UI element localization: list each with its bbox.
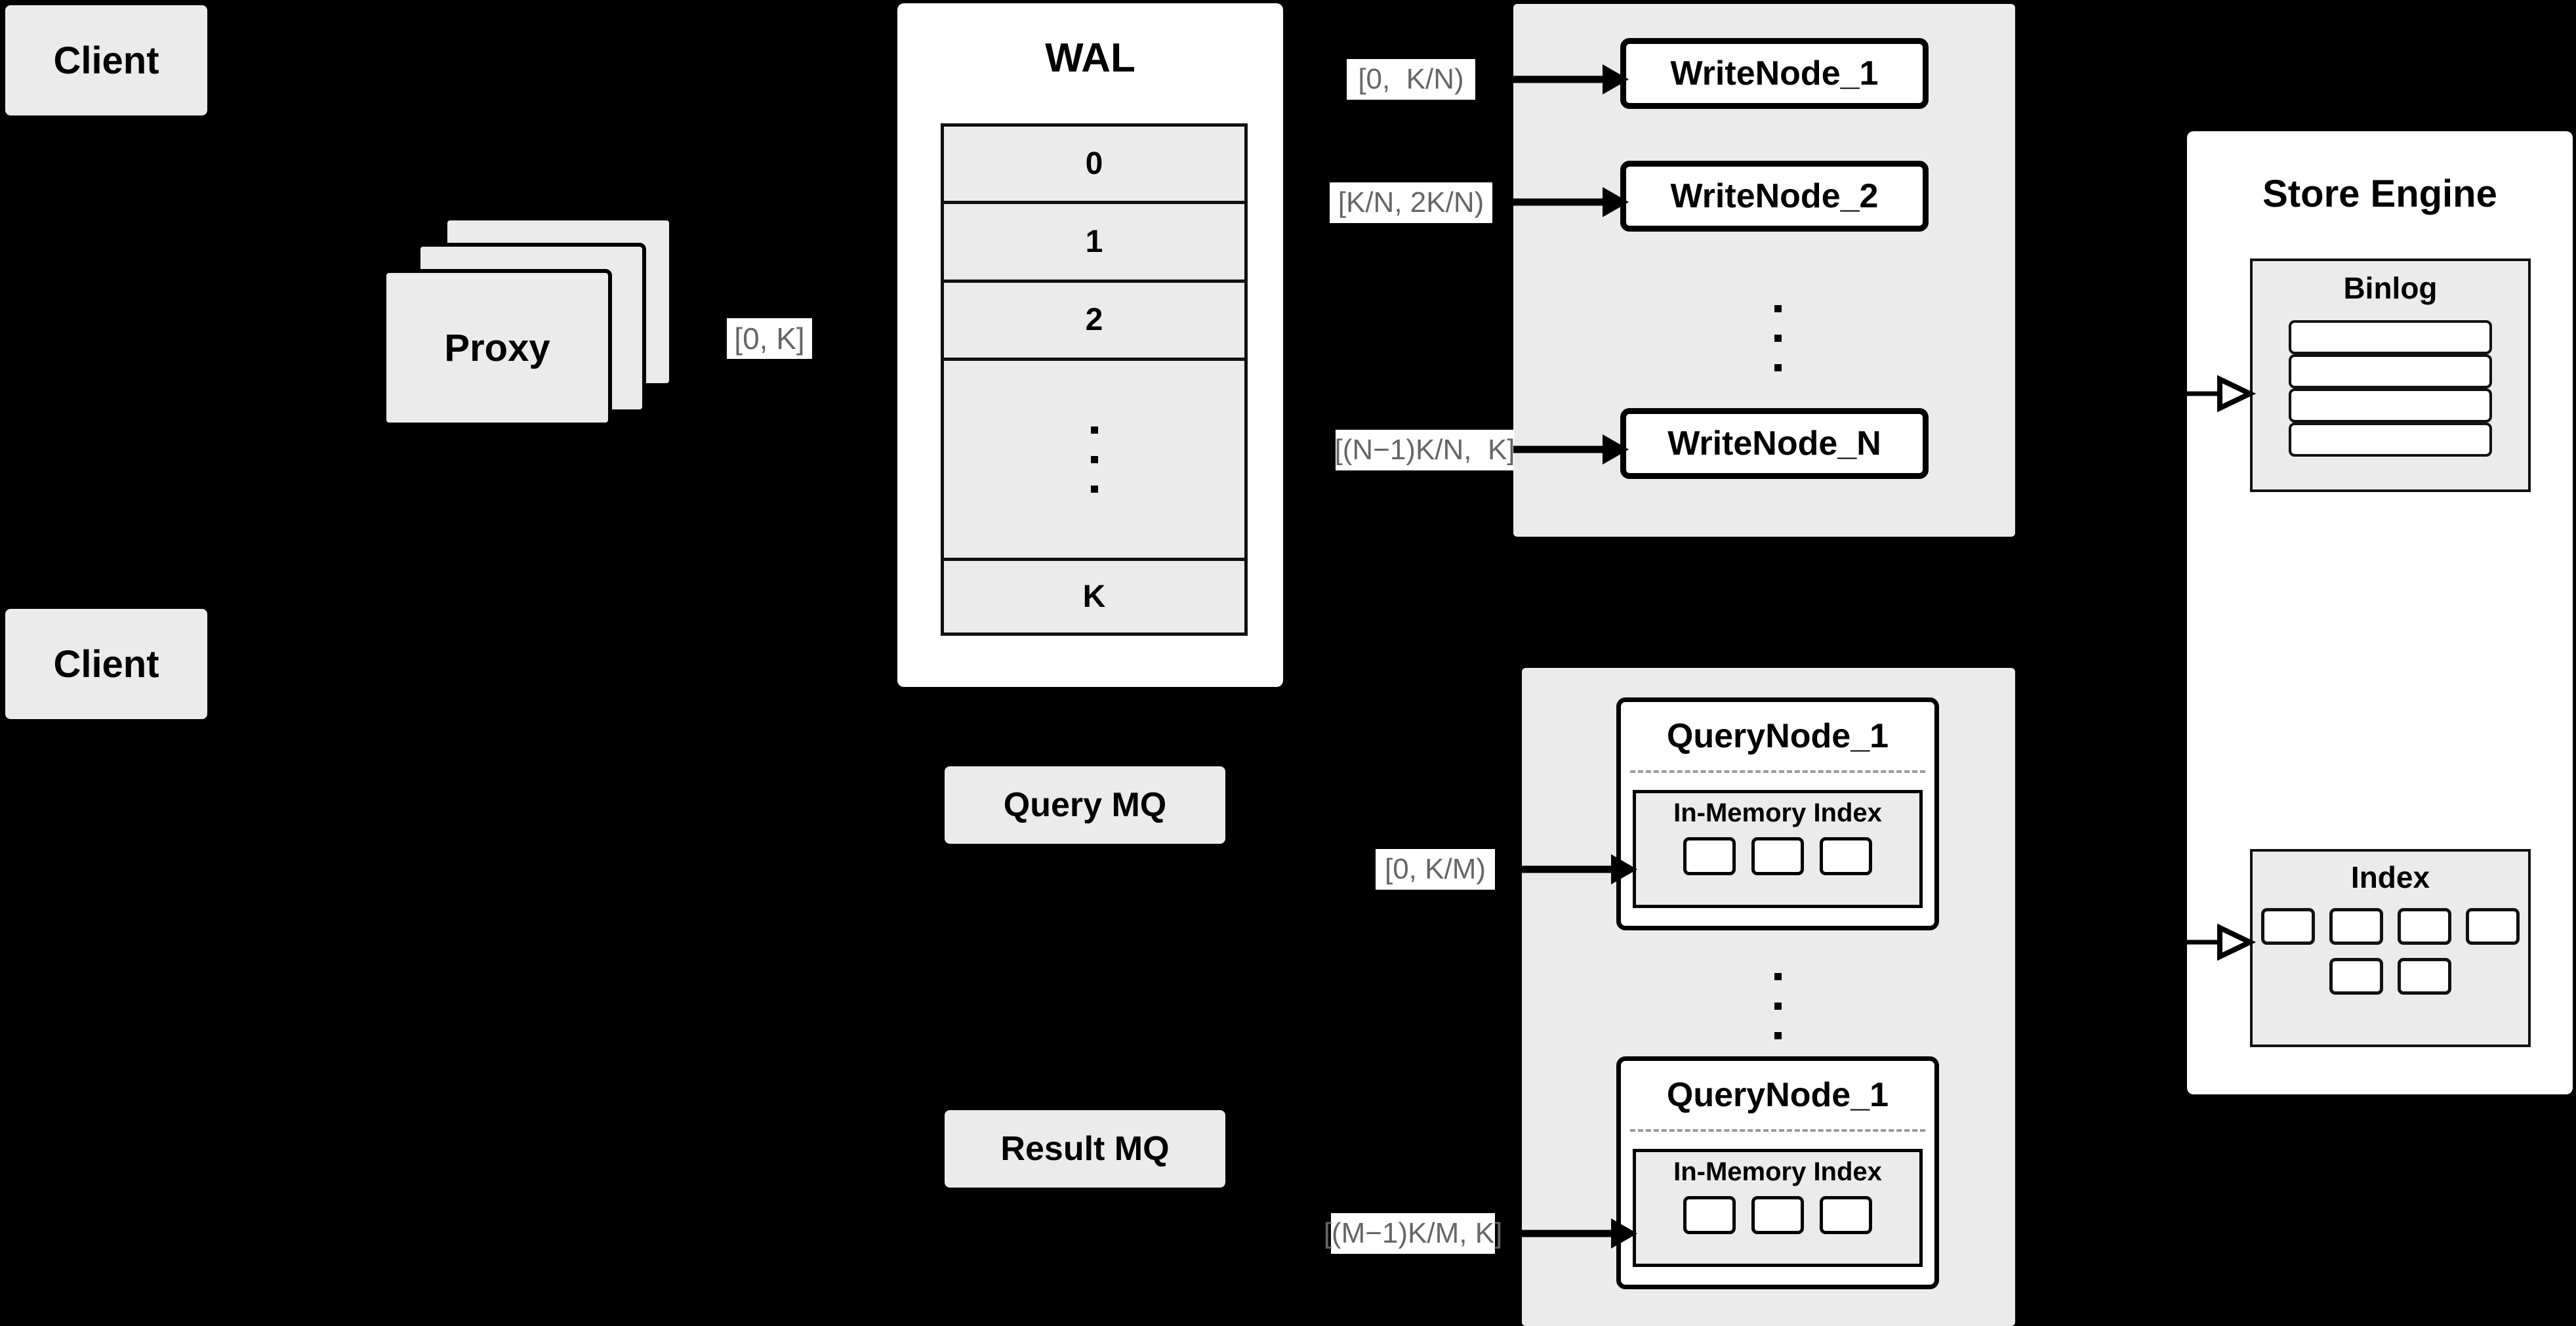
ellipsis-dot	[1774, 972, 1782, 980]
edge-label-mq-to-query-m-text: [(M−1)K/M, K]	[1323, 1217, 1503, 1249]
binlog-box: Binlog	[2250, 259, 2531, 492]
query-node-1-title: QueryNode_1	[1666, 717, 1889, 755]
wal-title: WAL	[1045, 35, 1135, 81]
edge-label-wal-to-write-n: [(N−1)K/N, K]	[1334, 430, 1515, 470]
store-engine-title: Store Engine	[2262, 173, 2497, 215]
proxy-node-label: Proxy	[444, 326, 550, 369]
ellipsis-dot	[1774, 304, 1782, 312]
ellipsis-dot	[1774, 334, 1782, 342]
write-node-2-label: WriteNode_2	[1670, 177, 1879, 215]
wal-row-label: 2	[1085, 302, 1103, 338]
index-cell[interactable]	[1751, 1196, 1804, 1234]
binlog-row[interactable]	[2289, 423, 2492, 457]
edge-label-proxy-to-wal: [0, K]	[727, 318, 812, 359]
edge-label-mq-to-query-1-text: [0, K/M)	[1384, 853, 1486, 885]
index-cell[interactable]	[2398, 908, 2451, 945]
write-node-ellipsis	[1732, 276, 1824, 400]
binlog-row[interactable]	[2289, 388, 2492, 423]
wal-row-label: 0	[1085, 146, 1103, 181]
wal-table: 0 1 2 K	[941, 123, 1248, 636]
in-memory-index-1-cells	[1636, 837, 1919, 875]
result-mq-node[interactable]: Result MQ	[945, 1110, 1225, 1188]
arrow-wal-to-write-2	[1513, 187, 1629, 217]
proxy-node[interactable]: Proxy	[382, 269, 612, 426]
query-node-1-separator	[1630, 770, 1925, 773]
arrow-to-index	[2184, 923, 2257, 961]
in-memory-index-m: In-Memory Index	[1633, 1149, 1923, 1267]
binlog-rows	[2253, 320, 2528, 457]
query-node-ellipsis	[1719, 943, 1837, 1068]
index-grid	[2253, 908, 2528, 995]
ellipsis-dot	[1090, 485, 1098, 493]
edge-label-wal-to-write-2-text: [K/N, 2K/N)	[1338, 186, 1484, 218]
client-node-1[interactable]: Client	[5, 5, 207, 115]
wal-row-ellipsis	[944, 361, 1244, 562]
binlog-title: Binlog	[2343, 271, 2438, 305]
ellipsis-dot	[1774, 1031, 1782, 1039]
in-memory-index-m-title: In-Memory Index	[1673, 1157, 1882, 1186]
edge-label-mq-to-query-1: [0, K/M)	[1376, 849, 1495, 890]
wal-row[interactable]: K	[944, 561, 1244, 633]
write-node-2[interactable]: WriteNode_2	[1620, 161, 1929, 232]
arrow-wal-to-write-1	[1513, 64, 1629, 94]
store-engine-panel: Store Engine Binlog Index	[2187, 131, 2573, 1094]
arrow-mq-to-query-1	[1522, 854, 1637, 884]
query-node-m[interactable]: QueryNode_1 In-Memory Index	[1616, 1056, 1939, 1289]
index-box: Index	[2250, 849, 2531, 1047]
query-node-1[interactable]: QueryNode_1 In-Memory Index	[1616, 697, 1939, 930]
index-cell[interactable]	[2261, 908, 2315, 945]
index-title: Index	[2350, 860, 2430, 894]
index-cell[interactable]	[1683, 837, 1736, 875]
query-node-m-title: QueryNode_1	[1666, 1076, 1889, 1114]
ellipsis-dot	[1774, 363, 1782, 371]
query-mq-label: Query MQ	[1003, 786, 1167, 824]
wal-row[interactable]: 0	[944, 127, 1244, 204]
index-cell[interactable]	[1751, 837, 1804, 875]
wal-row[interactable]: 1	[944, 203, 1244, 283]
index-cell[interactable]	[1820, 1196, 1872, 1234]
wal-row[interactable]: 2	[944, 282, 1244, 362]
arrow-mq-to-query-m	[1522, 1218, 1637, 1249]
index-cell[interactable]	[2329, 908, 2383, 945]
binlog-row[interactable]	[2289, 320, 2492, 354]
edge-label-proxy-to-wal-text: [0, K]	[734, 321, 805, 356]
in-memory-index-1-title: In-Memory Index	[1673, 798, 1882, 827]
in-memory-index-1: In-Memory Index	[1633, 790, 1923, 908]
index-cell[interactable]	[1683, 1196, 1736, 1234]
result-mq-label: Result MQ	[1000, 1130, 1170, 1168]
wal-row-label: K	[1082, 579, 1106, 615]
client-node-2[interactable]: Client	[5, 609, 207, 719]
query-node-m-separator	[1630, 1129, 1925, 1132]
index-cell[interactable]	[2466, 908, 2520, 945]
wal-row-label: 1	[1085, 224, 1103, 259]
edge-label-wal-to-write-1: [0, K/N)	[1347, 59, 1475, 100]
edge-label-mq-to-query-m: [(M−1)K/M, K]	[1324, 1213, 1502, 1254]
edge-label-wal-to-write-2: [K/N, 2K/N)	[1330, 182, 1492, 223]
index-cell[interactable]	[2329, 958, 2383, 995]
edge-label-wal-to-write-n-text: [(N−1)K/N, K]	[1334, 434, 1515, 466]
ellipsis-dot	[1774, 1002, 1782, 1010]
index-cell[interactable]	[2398, 958, 2451, 995]
write-node-1-label: WriteNode_1	[1670, 54, 1879, 93]
write-node-n[interactable]: WriteNode_N	[1620, 408, 1929, 479]
client-node-2-label: Client	[53, 642, 159, 686]
ellipsis-dot	[1090, 426, 1098, 434]
client-node-1-label: Client	[53, 39, 159, 82]
write-node-1[interactable]: WriteNode_1	[1620, 38, 1929, 109]
wal-panel: WAL 0 1 2 K	[897, 3, 1283, 687]
write-node-n-label: WriteNode_N	[1667, 425, 1881, 463]
in-memory-index-m-cells	[1636, 1196, 1919, 1234]
index-cell[interactable]	[1820, 837, 1872, 875]
binlog-row[interactable]	[2289, 354, 2492, 388]
arrow-to-binlog	[2184, 375, 2257, 413]
arrow-wal-to-write-n	[1513, 434, 1629, 465]
query-mq-node[interactable]: Query MQ	[945, 766, 1225, 844]
ellipsis-dot	[1090, 455, 1098, 463]
edge-label-wal-to-write-1-text: [0, K/N)	[1358, 63, 1464, 95]
